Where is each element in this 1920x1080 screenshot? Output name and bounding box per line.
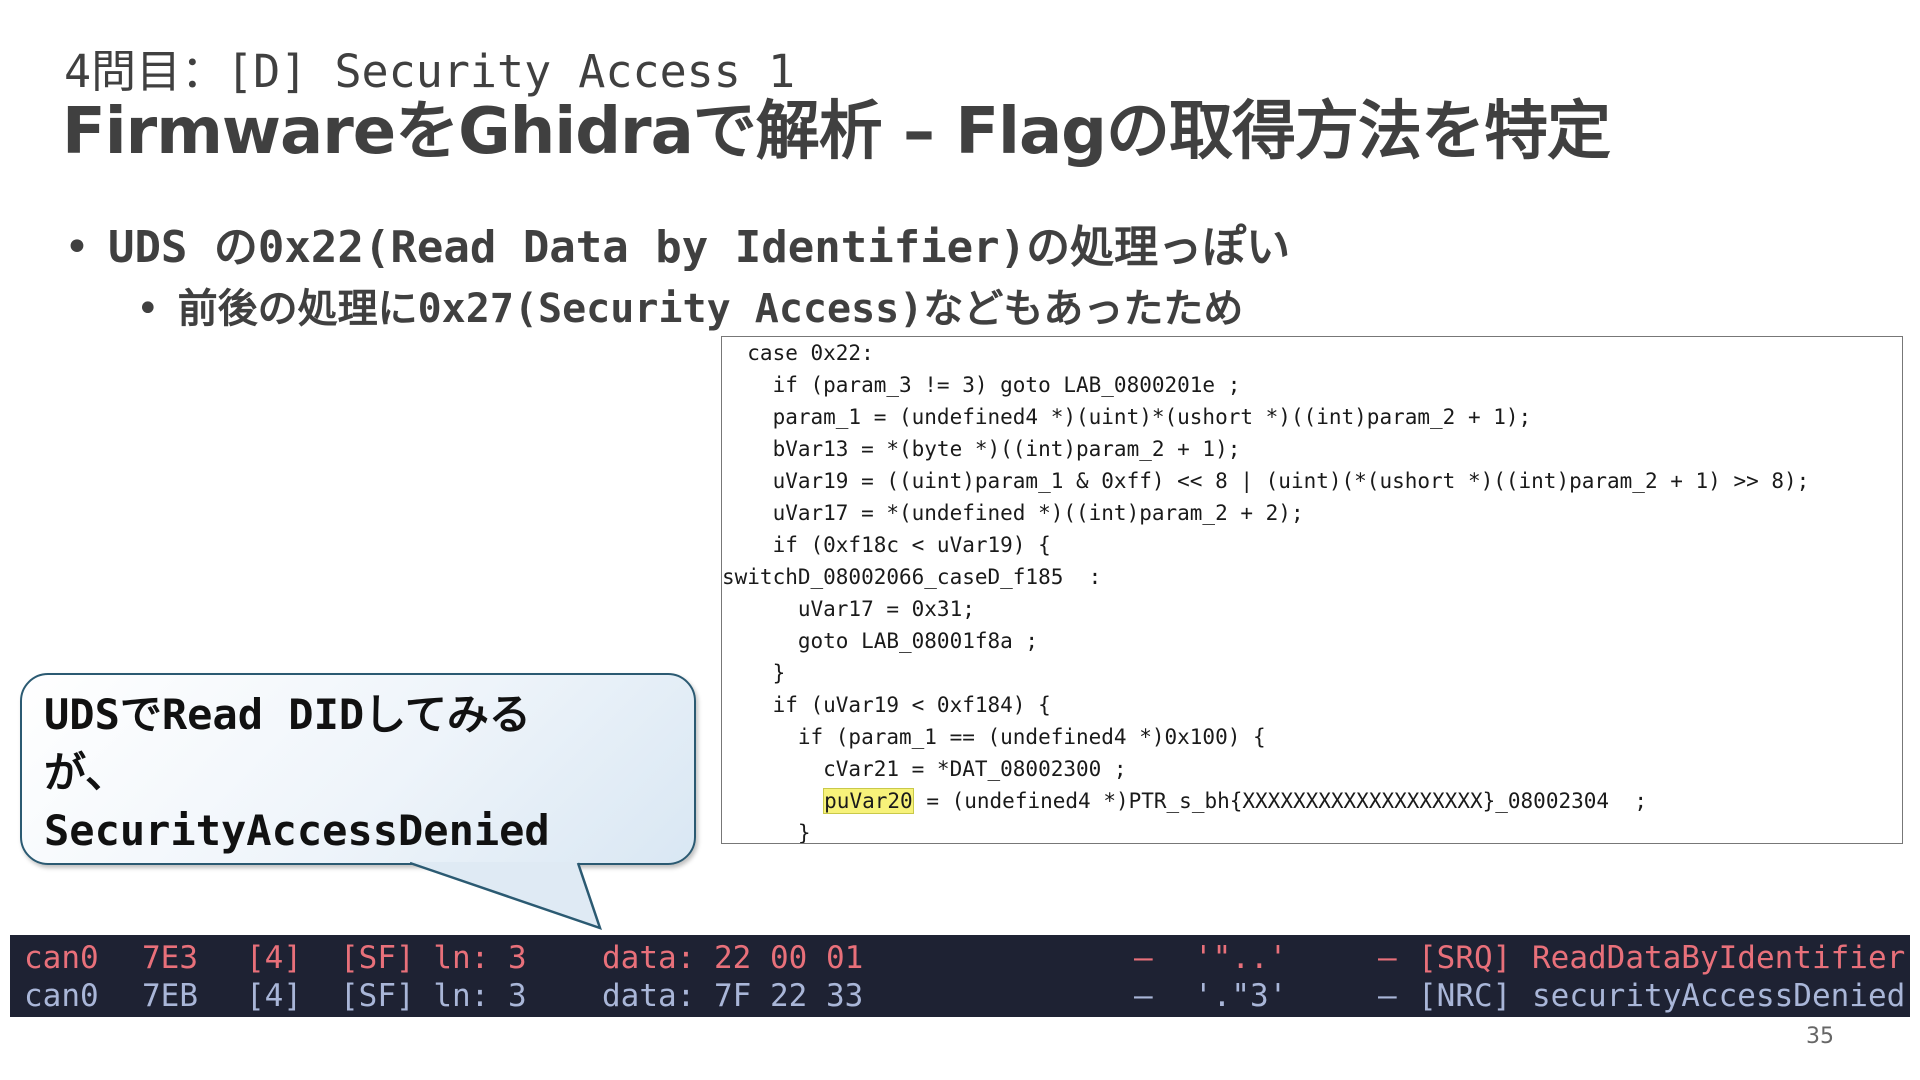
bullet-text: 前後の処理に0x27(Security Access)などもあったため xyxy=(177,286,1244,332)
code-line: uVar19 = ((uint)param_1 & 0xff) << 8 | (… xyxy=(722,469,1810,493)
bullet-dot-icon: • xyxy=(136,286,160,332)
separator: – xyxy=(1134,940,1153,976)
page-number: 35 xyxy=(1806,1024,1834,1049)
can-interface: can0 xyxy=(24,940,99,976)
decompiled-code-panel: case 0x22: if (param_3 != 3) goto LAB_08… xyxy=(721,336,1903,844)
code-line: if (0xf18c < uVar19) { xyxy=(722,533,1051,557)
code-line: } xyxy=(722,821,811,844)
bullet-level-2: • 前後の処理に0x27(Security Access)などもあったため xyxy=(136,284,1243,334)
code-line: if (uVar19 < 0xf184) { xyxy=(722,693,1051,717)
can-id: 7E3 xyxy=(142,940,198,976)
can-interface: can0 xyxy=(24,978,99,1014)
code-line-rest: = (undefined4 *)PTR_s_bh{XXXXXXXXXXXXXXX… xyxy=(913,789,1647,813)
callout-line: が、 xyxy=(44,748,128,797)
frame-info: [SF] ln: 3 xyxy=(340,940,527,976)
code-line: case 0x22: xyxy=(722,341,874,365)
speech-callout xyxy=(20,673,696,865)
code-line: uVar17 = 0x31; xyxy=(722,597,975,621)
frame-data: data: 7F 22 33 xyxy=(602,978,864,1014)
terminal-row-request: can0 7E3 [4] [SF] ln: 3 data: 22 00 01 –… xyxy=(24,939,1905,977)
can-dlc: [4] xyxy=(246,978,302,1014)
ascii-view: '"..' xyxy=(1194,940,1288,976)
ascii-view: '."3' xyxy=(1194,978,1288,1014)
bullet-level-1: • UDS の0x22(Read Data by Identifier)の処理っぽ… xyxy=(64,220,1290,276)
code-line: uVar17 = *(undefined *)((int)param_2 + 2… xyxy=(722,501,1304,525)
code-line: param_1 = (undefined4 *)(uint)*(ushort *… xyxy=(722,405,1532,429)
code-label-line: switchD_08002066_caseD_f185 : xyxy=(722,565,1102,589)
message-tag: [NRC] xyxy=(1418,978,1512,1014)
slide-subtitle: 4問目：[D] Security Access 1 xyxy=(64,45,796,98)
message-description: ReadDataByIdentifier xyxy=(1532,940,1906,976)
message-description: securityAccessDenied xyxy=(1532,978,1906,1014)
can-dlc: [4] xyxy=(246,940,302,976)
bullet-text: UDS の0x22(Read Data by Identifier)の処理っぽい xyxy=(107,222,1291,273)
message-tag: [SRQ] xyxy=(1418,940,1512,976)
code-line: bVar13 = *(byte *)((int)param_2 + 1); xyxy=(722,437,1241,461)
separator: – xyxy=(1378,978,1397,1014)
code-indent xyxy=(722,789,823,813)
code-line-flag-pointer: puVar20 = (undefined4 *)PTR_s_bh{XXXXXXX… xyxy=(722,785,1647,817)
callout-line: SecurityAccessDenied xyxy=(44,806,550,855)
callout-line: UDSでRead DIDしてみる xyxy=(44,690,531,739)
slide-title: FirmwareをGhidraで解析 – Flagの取得方法を特定 xyxy=(62,95,1611,169)
callout-text: UDSでRead DIDしてみる が、 SecurityAccessDenied xyxy=(44,686,684,860)
code-line: cVar21 = *DAT_08002300 ; xyxy=(722,757,1127,781)
code-line: goto LAB_08001f8a ; xyxy=(722,629,1039,653)
can-terminal-output: can0 7E3 [4] [SF] ln: 3 data: 22 00 01 –… xyxy=(10,935,1910,1017)
can-id: 7EB xyxy=(142,978,198,1014)
frame-data: data: 22 00 01 xyxy=(602,940,864,976)
code-line: if (param_3 != 3) goto LAB_0800201e ; xyxy=(722,373,1241,397)
code-line: if (param_1 == (undefined4 *)0x100) { xyxy=(722,725,1266,749)
separator: – xyxy=(1134,978,1153,1014)
code-line: } xyxy=(722,661,786,685)
terminal-row-response: can0 7EB [4] [SF] ln: 3 data: 7F 22 33 –… xyxy=(24,977,1905,1015)
frame-info: [SF] ln: 3 xyxy=(340,978,527,1014)
bullet-dot-icon: • xyxy=(64,222,90,273)
highlighted-variable[interactable]: puVar20 xyxy=(823,788,914,814)
separator: – xyxy=(1378,940,1397,976)
